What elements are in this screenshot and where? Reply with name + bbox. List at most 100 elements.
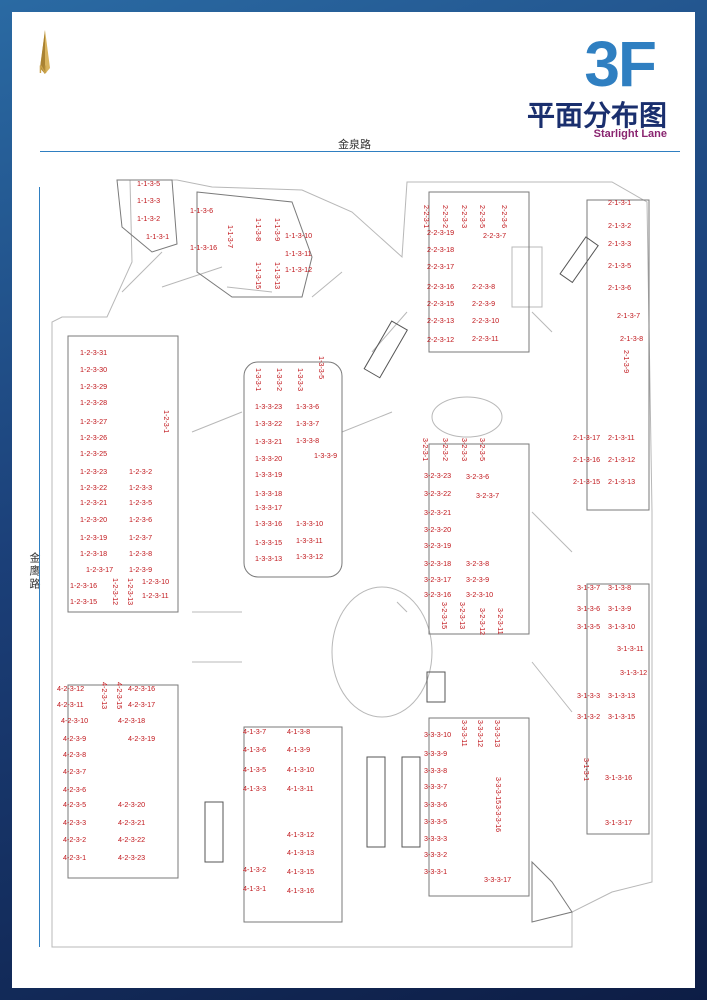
road-line-left bbox=[39, 187, 40, 947]
unit-label: 1-3-3-15 bbox=[255, 538, 283, 547]
unit-label: 1-2-3-10 bbox=[142, 577, 170, 586]
unit-label: 3-1-3-8 bbox=[608, 583, 632, 592]
unit-label: 3-2-3-21 bbox=[424, 508, 452, 517]
unit-label: 3-2-3-1 bbox=[421, 438, 430, 462]
unit-label: 1-2-3-11 bbox=[142, 591, 169, 600]
unit-label: 4-1-3-2 bbox=[243, 865, 267, 874]
unit-label: 2-1-3-5 bbox=[608, 261, 632, 270]
unit-label: 3-3-3-5 bbox=[424, 817, 448, 826]
unit-label: 1-1-3-11 bbox=[285, 249, 312, 258]
unit-label: 2-2-3-9 bbox=[472, 299, 496, 308]
unit-label: 4-2-3-17 bbox=[128, 700, 156, 709]
unit-label: 3-3-3-12 bbox=[476, 720, 485, 748]
road-label-top: 金泉路 bbox=[338, 139, 371, 151]
unit-label: 3-3-3-17 bbox=[484, 875, 512, 884]
unit-label: 2-2-3-3 bbox=[460, 205, 469, 229]
floor-plan-drawing bbox=[51, 179, 653, 948]
unit-label: 2-1-3-9 bbox=[622, 350, 631, 374]
unit-label: 1-2-3-5 bbox=[129, 498, 153, 507]
unit-label: 1-1-3-8 bbox=[254, 218, 263, 242]
unit-label: 4-1-3-15 bbox=[287, 867, 315, 876]
unit-label: 3-2-3-3 bbox=[460, 438, 469, 462]
unit-label: 1-2-3-27 bbox=[80, 417, 108, 426]
unit-label: 3-2-3-9 bbox=[466, 575, 490, 584]
unit-label: 3-3-3-9 bbox=[424, 749, 448, 758]
unit-label: 1-2-3-3 bbox=[129, 483, 153, 492]
unit-label: 1-1-3-2 bbox=[137, 214, 161, 223]
unit-label: 2-2-3-8 bbox=[472, 282, 496, 291]
unit-label: 2-1-3-17 bbox=[573, 433, 601, 442]
unit-label: 1-3-3-10 bbox=[296, 519, 324, 528]
unit-label: 1-3-3-1 bbox=[254, 368, 263, 392]
unit-label: 2-1-3-1 bbox=[608, 198, 632, 207]
unit-label: 3-3-3-10 bbox=[424, 730, 452, 739]
unit-label: 2-2-3-1 bbox=[422, 205, 431, 229]
unit-label: 3-1-3-5 bbox=[577, 622, 601, 631]
unit-label: 3-2-3-6 bbox=[466, 472, 490, 481]
unit-label: 3-1-3-7 bbox=[577, 583, 601, 592]
unit-label: 3-1-3-13 bbox=[608, 691, 636, 700]
unit-label: 3-1-3-6 bbox=[577, 604, 601, 613]
compass-icon bbox=[40, 30, 50, 74]
unit-label: 2-1-3-6 bbox=[608, 283, 632, 292]
unit-label: 1-1-3-6 bbox=[190, 206, 214, 215]
unit-label: 4-2-3-19 bbox=[128, 734, 156, 743]
unit-label: 4-2-3-12 bbox=[57, 684, 85, 693]
unit-label: 4-1-3-10 bbox=[287, 765, 315, 774]
unit-label: 4-1-3-8 bbox=[287, 727, 311, 736]
unit-label: 1-1-3-5 bbox=[137, 179, 161, 188]
unit-label: 1-2-3-6 bbox=[129, 515, 153, 524]
unit-label: 3-3-3-6 bbox=[424, 800, 448, 809]
unit-label: 3-1-3-10 bbox=[608, 622, 636, 631]
unit-label: 1-2-3-16 bbox=[70, 581, 98, 590]
unit-label: 1-3-3-17 bbox=[255, 503, 283, 512]
unit-label: 1-2-3-29 bbox=[80, 382, 108, 391]
unit-label: 4-2-3-5 bbox=[63, 800, 87, 809]
unit-label: 2-2-3-19 bbox=[427, 228, 455, 237]
unit-label: 4-2-3-11 bbox=[57, 700, 84, 709]
unit-label: 4-2-3-22 bbox=[118, 835, 146, 844]
unit-label: 1-2-3-12 bbox=[111, 578, 120, 606]
unit-label: 3-2-3-18 bbox=[424, 559, 452, 568]
unit-label: 3-1-3-3 bbox=[577, 691, 601, 700]
unit-label: 1-3-3-18 bbox=[255, 489, 283, 498]
unit-label: 1-3-3-9 bbox=[314, 451, 338, 460]
unit-label: 1-2-3-21 bbox=[80, 498, 108, 507]
unit-label: 4-2-3-20 bbox=[118, 800, 146, 809]
unit-label: 2-2-3-12 bbox=[427, 335, 455, 344]
unit-label: 2-1-3-11 bbox=[608, 433, 635, 442]
unit-label: 1-2-3-13 bbox=[126, 578, 135, 606]
unit-label: 2-2-3-2 bbox=[441, 205, 450, 229]
unit-label: 1-1-3-16 bbox=[190, 243, 218, 252]
unit-label: 2-1-3-3 bbox=[608, 239, 632, 248]
unit-label: 3-3-3-16 bbox=[494, 805, 503, 833]
unit-label: 1-3-3-21 bbox=[255, 437, 283, 446]
unit-label: 4-1-3-5 bbox=[243, 765, 267, 774]
unit-label: 3-2-3-8 bbox=[466, 559, 490, 568]
unit-label: 4-2-3-6 bbox=[63, 785, 87, 794]
unit-label: 1-1-3-10 bbox=[285, 231, 313, 240]
unit-label: 1-2-3-23 bbox=[80, 467, 108, 476]
unit-label: 3-3-3-3 bbox=[424, 834, 448, 843]
unit-label: 2-2-3-5 bbox=[478, 205, 487, 229]
unit-label: 1-3-3-23 bbox=[255, 402, 283, 411]
unit-label: 1-2-3-20 bbox=[80, 515, 108, 524]
unit-label: 4-2-3-3 bbox=[63, 818, 87, 827]
unit-label: 1-3-3-6 bbox=[296, 402, 320, 411]
unit-label: 1-1-3-12 bbox=[285, 265, 313, 274]
unit-label: 2-1-3-13 bbox=[608, 477, 636, 486]
unit-label: 2-2-3-10 bbox=[472, 316, 500, 325]
unit-label: 1-3-3-5 bbox=[317, 356, 326, 380]
unit-label: 3-2-3-12 bbox=[478, 608, 487, 636]
unit-label: 3-1-3-9 bbox=[608, 604, 632, 613]
unit-label: 2-2-3-16 bbox=[427, 282, 455, 291]
unit-label: 1-3-3-7 bbox=[296, 419, 320, 428]
unit-label: 2-2-3-6 bbox=[500, 205, 509, 229]
unit-label: 4-2-3-15 bbox=[115, 682, 124, 710]
unit-label: 3-1-3-15 bbox=[608, 712, 636, 721]
unit-label: 1-1-3-13 bbox=[273, 262, 282, 290]
unit-label: 4-2-3-7 bbox=[63, 767, 87, 776]
unit-label: 4-1-3-1 bbox=[243, 884, 267, 893]
unit-label: 4-2-3-10 bbox=[61, 716, 89, 725]
unit-label: 2-2-3-11 bbox=[472, 334, 499, 343]
